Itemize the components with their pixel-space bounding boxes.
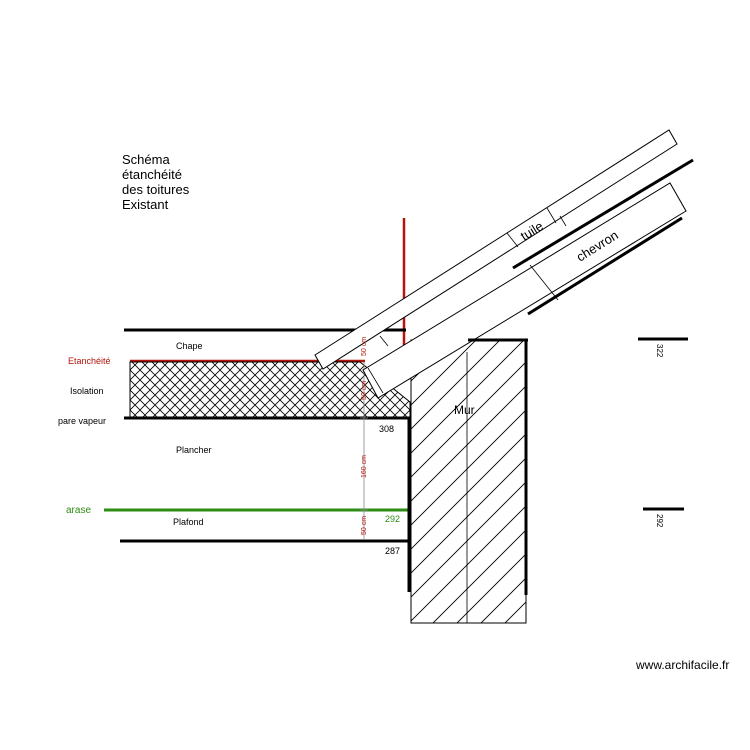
level-308: 308 bbox=[379, 424, 394, 434]
plancher-label: Plancher bbox=[176, 445, 212, 455]
dimension-label-4: 50 cm bbox=[361, 516, 368, 535]
pare-vapeur-label: pare vapeur bbox=[58, 416, 106, 426]
dimension-label-3: 160 cm bbox=[361, 455, 368, 478]
side-level-322: 322 bbox=[655, 344, 664, 358]
dimension-label-2: 50 cm bbox=[361, 381, 368, 400]
wall bbox=[407, 339, 528, 624]
dimension-label-1: 50 cm bbox=[361, 337, 368, 356]
title-line-2: étanchéité bbox=[122, 167, 182, 182]
side-level-292: 292 bbox=[655, 514, 664, 528]
roof-bottom-line bbox=[527, 216, 683, 316]
dimension-line bbox=[360, 362, 368, 540]
isolation-label: Isolation bbox=[70, 386, 104, 396]
level-287: 287 bbox=[385, 546, 400, 556]
chevron-board bbox=[362, 182, 687, 399]
footer-watermark-link[interactable]: www.archifacile.fr bbox=[636, 658, 730, 672]
arase-label: arase bbox=[66, 505, 91, 516]
mur-label: Mur bbox=[454, 403, 475, 417]
diagram-title: Schéma étanchéité des toitures Existant bbox=[122, 152, 189, 212]
title-line-4: Existant bbox=[122, 197, 169, 212]
title-line-1: Schéma bbox=[122, 152, 170, 167]
etancheite-label: Etanchéité bbox=[68, 356, 111, 366]
roof-top-line bbox=[512, 158, 694, 270]
tuile-board bbox=[314, 129, 678, 370]
chape-label: Chape bbox=[176, 341, 203, 351]
plafond-label: Plafond bbox=[173, 517, 204, 527]
level-292: 292 bbox=[385, 514, 400, 524]
title-line-3: des toitures bbox=[122, 182, 190, 197]
